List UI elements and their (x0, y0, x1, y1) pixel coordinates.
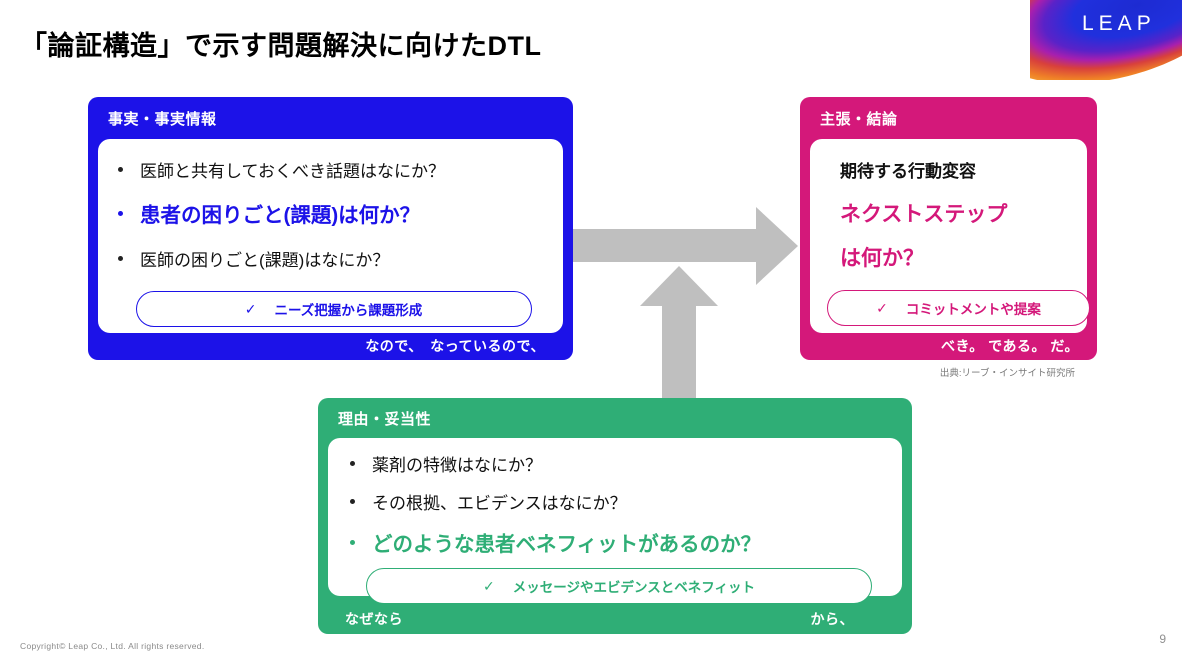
reason-bullet-text-emphasized: どのような患者ベネフィットがあるのか？ (372, 533, 762, 556)
reason-bullet-text: その根拠、エビデンスはなにか？ (372, 494, 627, 513)
claim-summary-pill: ✓ コミットメントや提案 (827, 290, 1090, 326)
reason-pill-label: メッセージやエビデンスとベネフィット (512, 580, 755, 595)
reason-bullet-text: 薬剤の特徴はなにか？ (372, 456, 542, 475)
fact-bullet-row: 患者の困りごと(課題)は何か？ (118, 198, 549, 228)
fact-box-header: 事実・事実情報 (108, 110, 217, 128)
reason-bullet-row: どのような患者ベネフィットがあるのか？ (350, 527, 888, 557)
page-number: 9 (1159, 632, 1166, 646)
bullet-dot-icon (118, 256, 123, 261)
reason-card: 薬剤の特徴はなにか？ その根拠、エビデンスはなにか？ どのような患者ベネフィット… (328, 438, 902, 604)
reason-bullet-row: その根拠、エビデンスはなにか？ (350, 489, 888, 514)
bullet-dot-icon (118, 167, 123, 172)
reason-bullet-row: 薬剤の特徴はなにか？ (350, 451, 888, 476)
claim-box: 主張・結論 期待する行動変容 ネクストステップ は何か？ ✓ コミットメントや提… (800, 97, 1097, 360)
check-icon: ✓ (244, 300, 257, 317)
bullet-dot-icon (350, 499, 355, 504)
slide-title: 「論証構造」で示す問題解決に向けたDTL (20, 31, 542, 61)
reason-box: 理由・妥当性 薬剤の特徴はなにか？ その根拠、エビデンスはなにか？ どのような患… (318, 398, 912, 634)
claim-line-emphasized: ネクストステップ (840, 203, 1008, 226)
arrow-fact-to-claim-head-icon (756, 207, 798, 285)
claim-box-header: 主張・結論 (820, 110, 898, 128)
arrow-reason-up-head-icon (640, 266, 718, 306)
bullet-dot-icon (350, 461, 355, 466)
fact-connective-text: なので、 なっているので、 (365, 338, 545, 354)
fact-card: 医師と共有しておくべき話題はなにか？ 患者の困りごと(課題)は何か？ 医師の困り… (98, 139, 563, 333)
reason-connective-left: なぜなら (345, 611, 403, 627)
claim-line: 期待する行動変容 (840, 162, 976, 181)
logo-text: LEAP (1082, 12, 1156, 35)
fact-bullet-text: 医師と共有しておくべき話題はなにか？ (140, 162, 445, 181)
fact-bullet-text-emphasized: 患者の困りごと(課題)は何か？ (140, 204, 421, 227)
leap-logo: LEAP (1030, 0, 1182, 80)
arrow-reason-up-shaft (662, 304, 696, 398)
reason-box-header: 理由・妥当性 (338, 410, 432, 428)
fact-bullet-row: 医師の困りごと(課題)はなにか？ (118, 246, 549, 271)
check-icon: ✓ (483, 577, 495, 594)
fact-box: 事実・事実情報 医師と共有しておくべき話題はなにか？ 患者の困りごと(課題)は何… (88, 97, 573, 360)
footer-copyright: Copyright© Leap Co., Ltd. All rights res… (20, 641, 205, 651)
source-note: 出典:リーブ・インサイト研究所 (939, 368, 1075, 379)
claim-pill-label: コミットメントや提案 (905, 302, 1041, 317)
claim-connective-text: べき。 である。 だ。 (940, 338, 1079, 354)
reason-connective-right: から、 (810, 611, 854, 627)
bullet-dot-icon (350, 539, 355, 545)
fact-pill-label: ニーズ把握から課題形成 (274, 303, 423, 318)
fact-bullet-text: 医師の困りごと(課題)はなにか？ (140, 251, 390, 270)
fact-summary-pill: ✓ ニーズ把握から課題形成 (135, 291, 532, 327)
reason-summary-pill: ✓ メッセージやエビデンスとベネフィット (366, 568, 872, 604)
bullet-dot-icon (118, 210, 123, 216)
arrow-fact-to-claim-shaft (573, 229, 757, 262)
reason-connectives: なぜなら から、 (345, 609, 854, 629)
fact-bullet-row: 医師と共有しておくべき話題はなにか？ (118, 157, 549, 182)
claim-card: 期待する行動変容 ネクストステップ は何か？ ✓ コミットメントや提案 (810, 139, 1090, 333)
claim-line-emphasized: は何か？ (840, 247, 924, 270)
check-icon: ✓ (876, 299, 888, 316)
